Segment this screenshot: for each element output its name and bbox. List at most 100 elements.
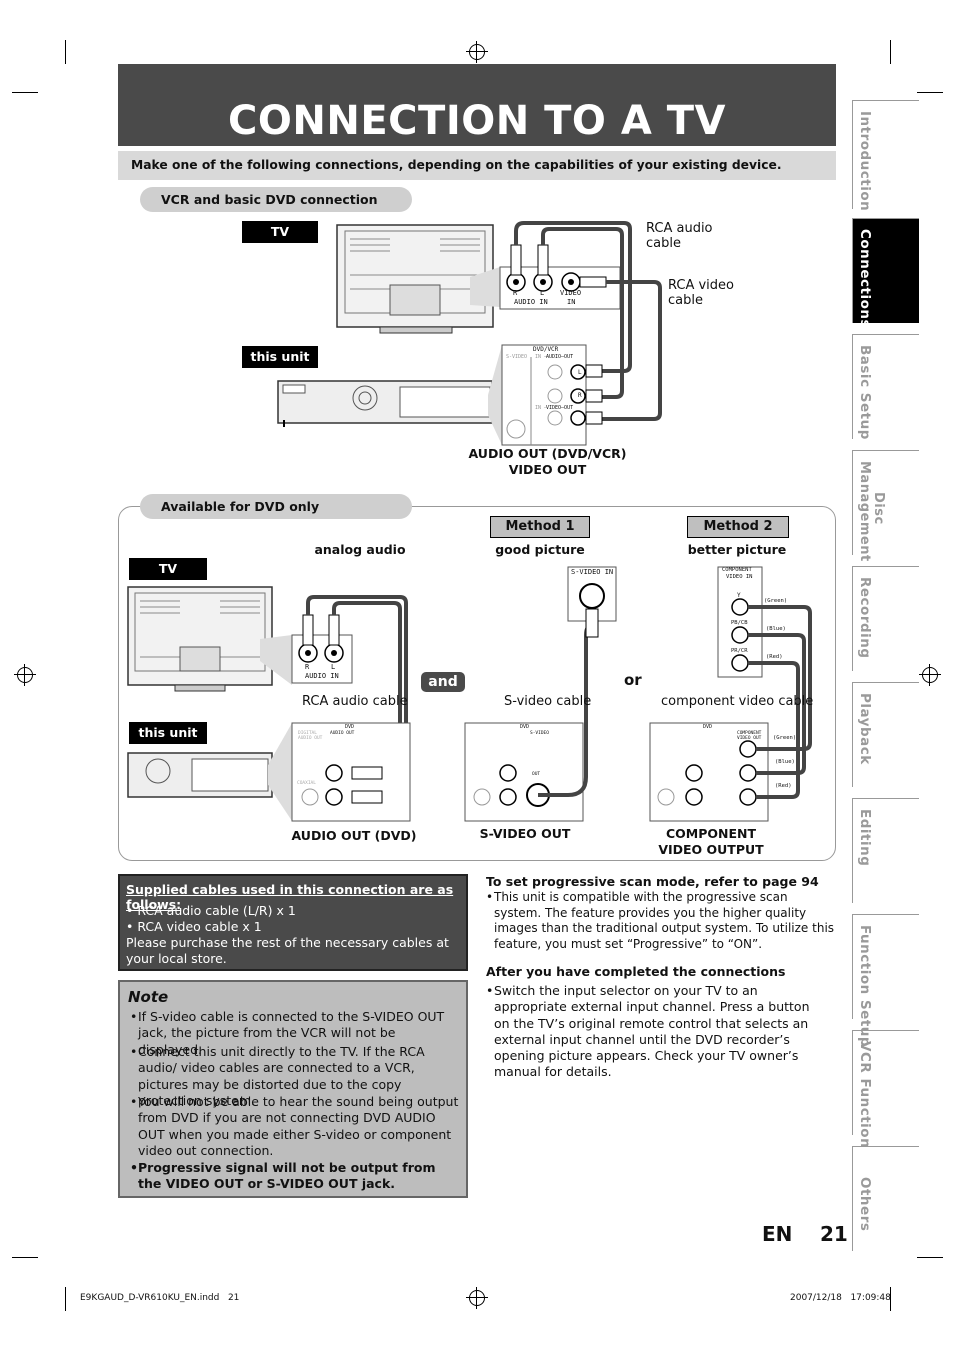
registration-mark-icon [466, 1287, 488, 1309]
panel-label-in: IN — [535, 405, 548, 411]
crop-mark [917, 92, 943, 93]
tab-basic-setup[interactable]: Basic Setup [852, 334, 919, 440]
note-heading: Note [128, 988, 169, 1006]
unit-label: this unit [242, 346, 318, 368]
audio-out-caption: AUDIO OUT (DVD/VCR) [468, 446, 627, 461]
tab-introduction[interactable]: Introduction [852, 100, 919, 212]
panel-label-r: R [578, 392, 582, 399]
note-item: You will not be able to hear the sound b… [130, 1094, 460, 1159]
panel-coaxial-label: COAXIAL [297, 781, 316, 786]
jack-pr-label: PR/CR [731, 648, 748, 654]
tv-label: TV [129, 558, 207, 580]
page-number: 21 [820, 1222, 848, 1246]
svideo-in-label: S-VIDEO IN [571, 568, 614, 576]
tab-connections[interactable]: Connections [852, 218, 919, 328]
tab-label: Disc Management [857, 461, 886, 562]
jack-label-r: R [513, 289, 518, 297]
cable-color-red: (Red) [775, 783, 792, 789]
tab-disc-management[interactable]: Disc Management [852, 450, 919, 562]
intro-band [118, 151, 836, 180]
tab-label: Connections [857, 229, 873, 329]
jack-label-in: IN [567, 298, 576, 306]
tab-label: Introduction [857, 111, 873, 212]
progressive-heading: To set progressive scan mode, refer to p… [486, 874, 819, 889]
after-text: Switch the input selector on your TV to … [486, 983, 826, 1081]
crop-mark [65, 1287, 66, 1311]
caption-video-output: VIDEO OUTPUT [658, 842, 764, 857]
dvd-only-frame [118, 506, 836, 861]
tab-label: Editing [857, 809, 873, 867]
panel-label-in: IN — [535, 354, 548, 360]
cable-color-red: (Red) [766, 654, 783, 660]
vcr-connection-diagram [277, 221, 662, 446]
crop-mark [12, 92, 38, 93]
caption-component: COMPONENT [665, 826, 756, 841]
rca-video-cable-label: RCA video [668, 278, 734, 293]
tab-playback[interactable]: Playback [852, 682, 919, 787]
panel-label-l: L [578, 369, 582, 376]
registration-mark-icon [14, 664, 36, 686]
jack-label-audio-in: AUDIO IN [514, 298, 548, 306]
panel-digital-label: DIGITAL AUDIO OUT [298, 731, 323, 741]
panel-dvd-label: DVD [520, 724, 530, 730]
better-picture-label: better picture [687, 542, 787, 557]
note-item-bold: Progressive signal will not be output fr… [130, 1160, 460, 1193]
panel-dvd-label: DVD [345, 724, 355, 730]
component-in-label: COMPONENT [722, 567, 752, 573]
supplied-cables-box: Supplied cables used in this connection … [118, 874, 468, 971]
tab-others[interactable]: Others [852, 1146, 919, 1251]
tab-vcr-function[interactable]: VCR Function [852, 1030, 919, 1148]
note-item-text: You will not be able to hear the sound b… [138, 1094, 459, 1158]
after-heading: After you have completed the connections [486, 964, 786, 979]
progressive-text: This unit is compatible with the progres… [486, 890, 836, 952]
registration-mark-icon [466, 41, 488, 63]
rca-audio-cable-label: RCA audio [646, 221, 713, 236]
jack-pb-label: PB/CB [731, 620, 748, 626]
jack-label-audio-in: AUDIO IN [305, 672, 339, 680]
svideo-cable-label: S-video cable [504, 694, 592, 709]
or-label: or [624, 671, 642, 689]
crop-mark [65, 40, 66, 64]
good-picture-label: good picture [495, 542, 585, 557]
tab-recording[interactable]: Recording [852, 566, 919, 671]
section-pill-dvd: Available for DVD only [140, 494, 412, 519]
jack-label-r: R [305, 663, 310, 671]
caption-svideo-out: S-VIDEO OUT [479, 826, 571, 841]
jack-label-l: L [540, 289, 545, 297]
tv-label: TV [242, 221, 318, 243]
cables-item: • RCA video cable x 1 [126, 919, 262, 934]
analog-audio-label: analog audio [314, 542, 406, 557]
tab-label: Playback [857, 693, 873, 765]
intro-text: Make one of the following connections, d… [131, 158, 782, 172]
cable-color-blue: (Blue) [766, 626, 786, 632]
panel-audio-out-label: AUDIO OUT [330, 731, 355, 736]
crop-mark [917, 1257, 943, 1258]
tab-label: VCR Function [857, 1041, 873, 1149]
panel-component-label: COMPONENT VIDEO OUT [737, 731, 762, 741]
title-banner [118, 64, 836, 146]
panel-label-dvdvcr: DVD/VCR [533, 346, 559, 353]
note-item-text: Progressive signal will not be output fr… [138, 1160, 436, 1192]
registration-mark-icon [919, 664, 941, 686]
tab-function-setup[interactable]: Function Setup [852, 914, 919, 1047]
and-badge: and [421, 672, 465, 692]
jack-label-video: VIDEO [560, 289, 582, 297]
panel-dvd-label: DVD [703, 724, 713, 730]
rca-audio-cable-label: RCA audio cable [302, 694, 408, 709]
dvd-connection-diagram [127, 566, 812, 822]
caption-audio-out-dvd: AUDIO OUT (DVD) [291, 828, 417, 843]
tab-editing[interactable]: Editing [852, 798, 919, 903]
page-title: CONNECTION TO A TV [228, 98, 726, 144]
panel-label-video-out: VIDEO—OUT [546, 405, 574, 411]
cables-heading: Supplied cables used in this connection … [126, 882, 454, 912]
unit-back-illustration [277, 380, 493, 427]
tv-back-illustration [336, 224, 494, 334]
print-date: 2007/12/18 17:09:48 [790, 1293, 891, 1303]
file-info: E9KGAUD_D-VR610KU_EN.indd 21 [80, 1293, 240, 1303]
crop-mark [12, 1257, 38, 1258]
note-box: Note If S-video cable is connected to th… [118, 980, 468, 1198]
cable-color-green: (Green) [773, 735, 797, 741]
lang-label: EN [762, 1222, 793, 1246]
cables-item: • RCA audio cable (L/R) x 1 [126, 903, 296, 918]
tab-label: Others [857, 1177, 873, 1232]
